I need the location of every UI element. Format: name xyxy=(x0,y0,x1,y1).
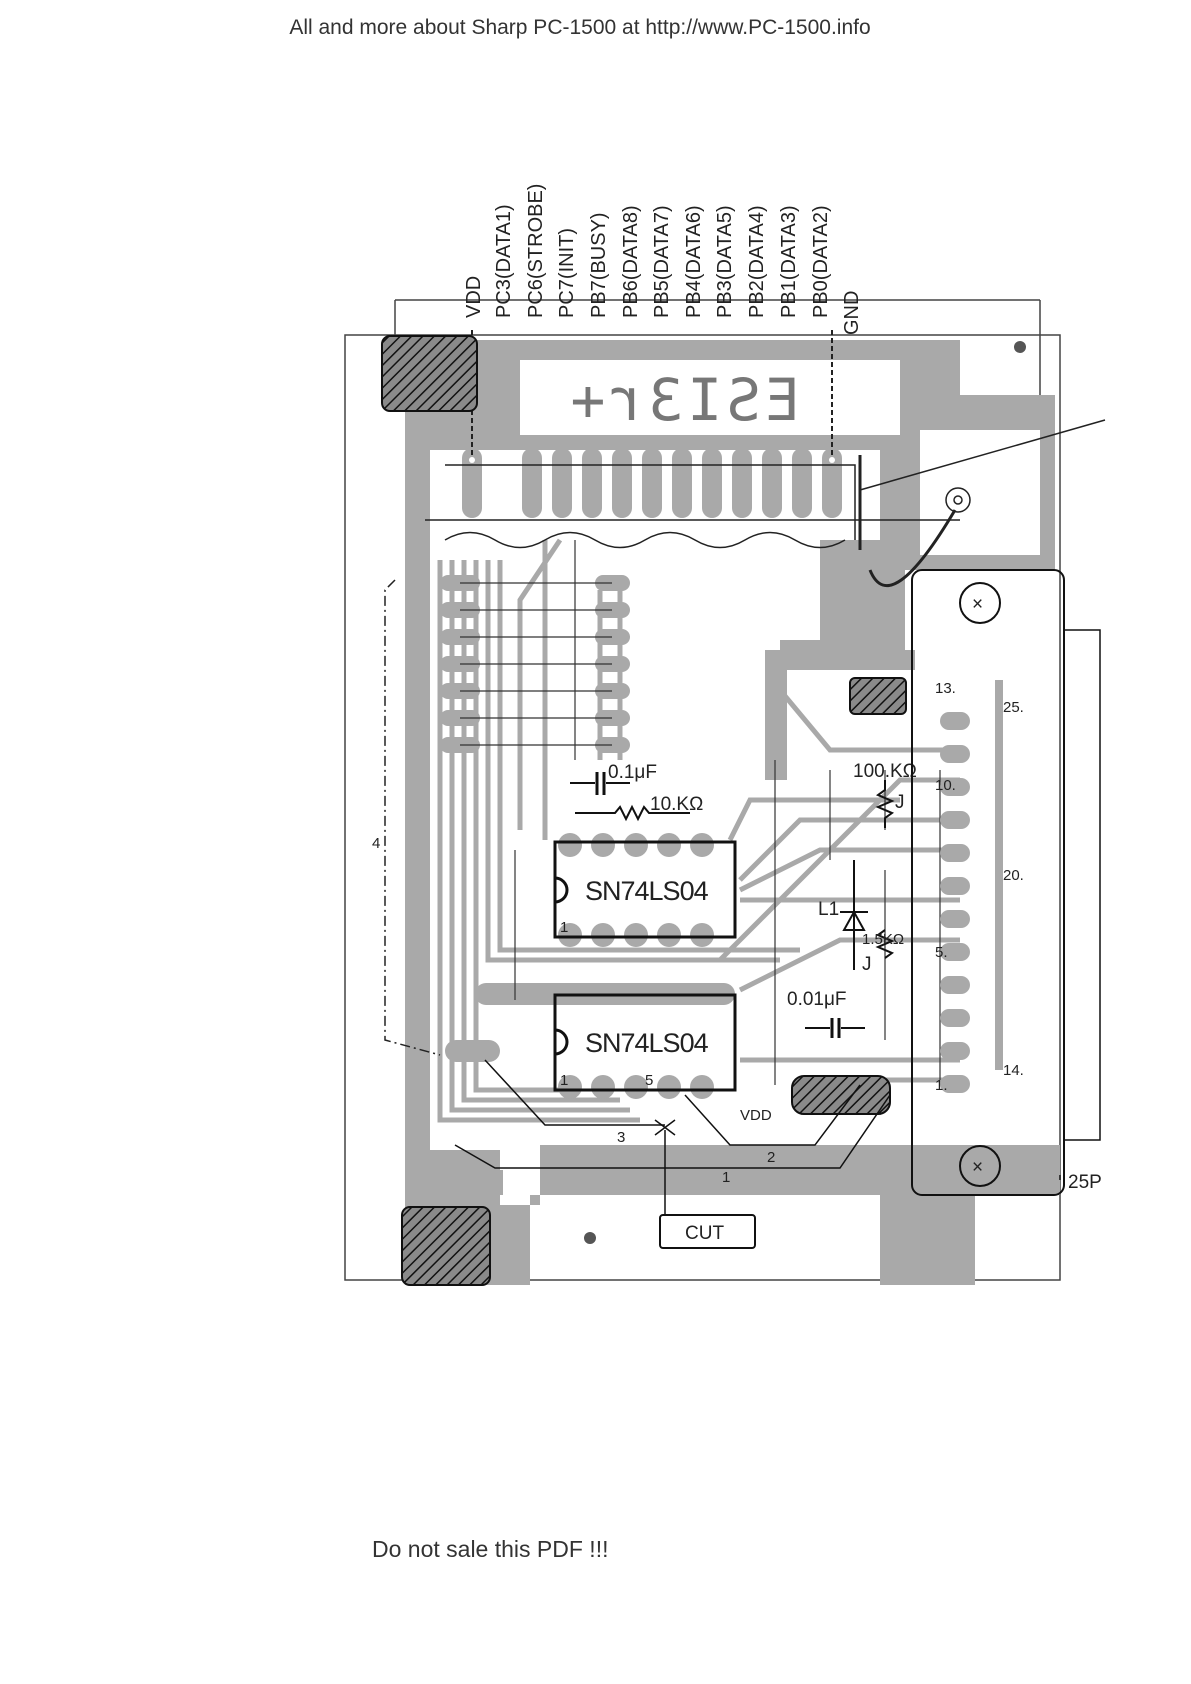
pin-label: PB2(DATA4) xyxy=(746,205,768,318)
conn-pin-10: 10. xyxy=(935,777,956,794)
pcb-copper xyxy=(405,340,1060,1285)
conn-pin-13: 13. xyxy=(935,680,956,697)
pin-label: PB7(BUSY) xyxy=(588,212,610,318)
resistor-tol-j: J xyxy=(862,954,872,975)
conn-pin-20: 20. xyxy=(1003,867,1024,884)
step-2-label: 2 xyxy=(767,1149,775,1166)
silkscreen-text: ESI3r+ xyxy=(566,366,800,434)
pin-label: PC3(DATA1) xyxy=(493,204,515,318)
page-footer: Do not sale this PDF !!! xyxy=(372,1536,609,1562)
ic-1: SN74LS04 1 xyxy=(553,833,737,947)
resistor-label-10k: 10.KΩ xyxy=(650,794,703,815)
routing-arrows xyxy=(454,1059,1061,1215)
ic-1-label: SN74LS04 xyxy=(585,876,709,906)
vdd-label: VDD xyxy=(740,1107,772,1124)
cap-label-0-01uF: 0.01μF xyxy=(787,989,847,1010)
diode-label-l1: L1 xyxy=(818,899,839,920)
pin-label: PC7(INIT) xyxy=(556,228,578,318)
connector-label: 25P xyxy=(1068,1172,1102,1193)
pin-label: PB3(DATA5) xyxy=(714,205,736,318)
pin-label: VDD xyxy=(463,276,485,318)
pin-label: PB5(DATA7) xyxy=(651,205,673,318)
pin-labels: VDD PC3(DATA1) PC6(STROBE) PC7(INIT) PB7… xyxy=(463,184,863,335)
ic-2: SN74LS04 1 5 xyxy=(553,993,737,1099)
edge-pins xyxy=(462,448,842,518)
conn-pin-1: 1. xyxy=(935,1077,948,1094)
step-4-label: 4 xyxy=(372,835,380,852)
resistor-label-1-5k: 1.5KΩ xyxy=(862,931,904,948)
svg-text:×: × xyxy=(972,1157,983,1178)
pin-label: PB1(DATA3) xyxy=(778,205,800,318)
ic-1-pin1: 1 xyxy=(560,919,568,936)
pad-lines xyxy=(460,540,941,1085)
pin-label: GND xyxy=(841,291,863,335)
conn-pin-5: 5. xyxy=(935,944,948,961)
ic-2-pin1: 1 xyxy=(560,1072,568,1089)
components xyxy=(570,772,895,1038)
svg-text:×: × xyxy=(972,594,983,615)
page-header: All and more about Sharp PC-1500 at http… xyxy=(289,16,871,39)
resistor-tol-j: J xyxy=(895,792,905,813)
mounting-hole xyxy=(1014,341,1026,353)
step-1-label: 1 xyxy=(722,1169,730,1186)
pin-label: PB6(DATA8) xyxy=(620,205,642,318)
resistor-label-100k: 100.KΩ xyxy=(853,761,917,782)
pin-label: PC6(STROBE) xyxy=(525,184,547,318)
cut-label: CUT xyxy=(685,1223,724,1244)
pin-label: PB4(DATA6) xyxy=(683,205,705,318)
pcb-windows xyxy=(520,360,1040,555)
pin-label: PB0(DATA2) xyxy=(810,205,832,318)
db25-connector: × × 13. 10. 5. 1. 25. 20. 14. 25P xyxy=(911,569,1102,1196)
mounting-hole xyxy=(584,1232,596,1244)
tape-markers xyxy=(384,419,1106,1056)
conn-pin-14: 14. xyxy=(1003,1062,1024,1079)
hatched-pads xyxy=(381,335,907,1286)
ic-2-label: SN74LS04 xyxy=(585,1028,709,1058)
cap-label-0-1uF: 0.1μF xyxy=(608,762,657,783)
ic-2-pin5: 5 xyxy=(645,1072,653,1089)
cut-callout: CUT xyxy=(659,1214,756,1249)
conn-pin-25: 25. xyxy=(1003,699,1024,716)
step-3-label: 3 xyxy=(617,1129,625,1146)
